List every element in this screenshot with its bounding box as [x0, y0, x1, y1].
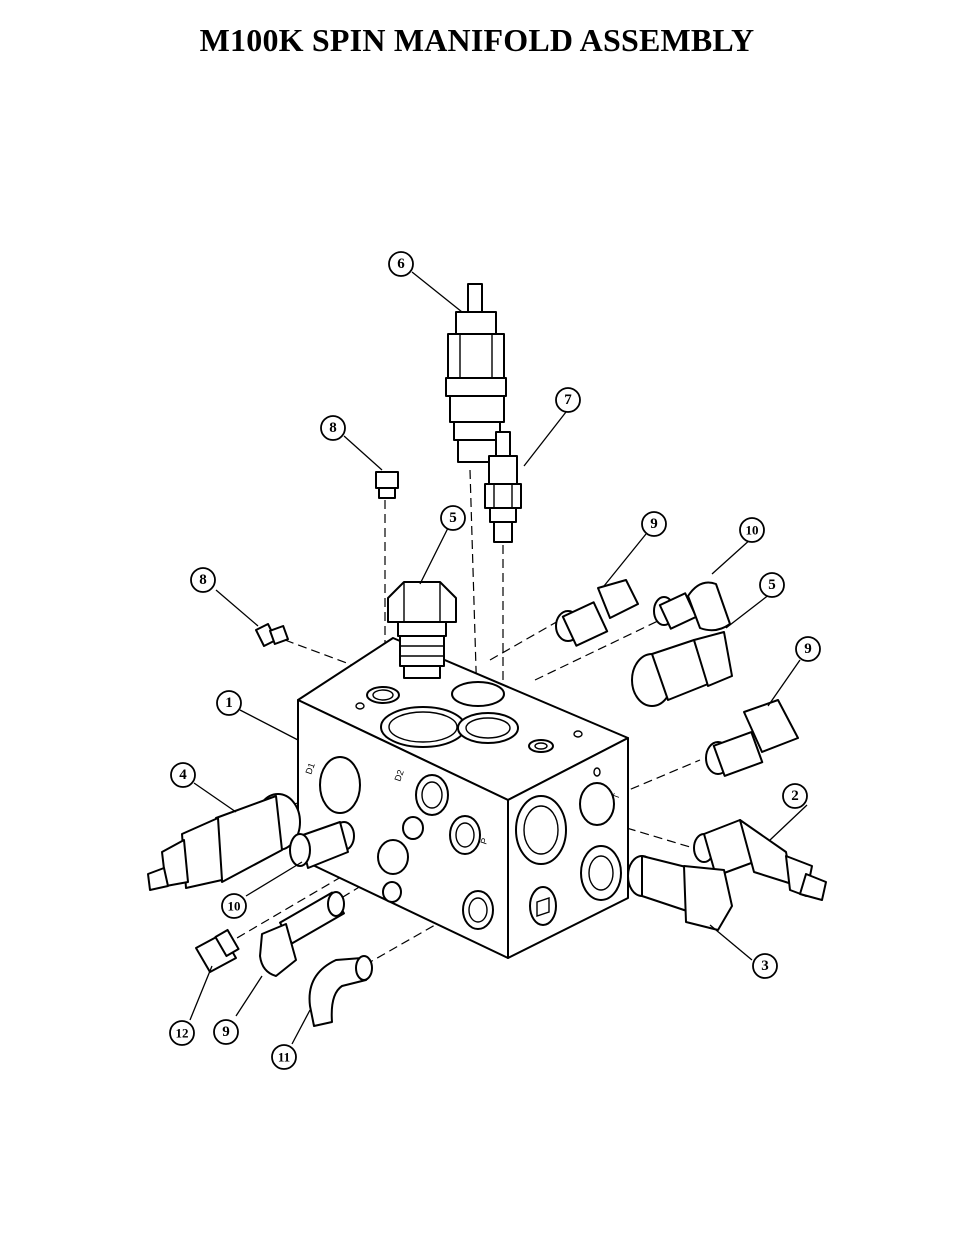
callout-4: 4: [170, 762, 196, 788]
elbow-fitting-9-lower: [259, 891, 345, 977]
callout-8-left-label: 8: [199, 572, 207, 588]
relief-valve-5-right: [631, 631, 733, 707]
manifold-block: D1 D2 P T: [297, 637, 629, 959]
leader-lines: [189, 271, 808, 1045]
plug-12: [195, 928, 240, 973]
callout-4-label: 4: [179, 767, 187, 783]
callout-11-label: 11: [278, 1050, 290, 1065]
svg-text:D1: D1: [303, 761, 316, 775]
callout-11: 11: [271, 1044, 297, 1070]
callout-9-lower-label: 9: [222, 1024, 230, 1040]
callout-8-left: 8: [190, 567, 216, 593]
cartridge-valve-7: [484, 431, 522, 543]
callout-1: 1: [216, 690, 242, 716]
callout-5-right-label: 5: [768, 577, 776, 593]
callout-6-label: 6: [397, 256, 405, 272]
callout-9-right: 9: [795, 636, 821, 662]
callout-9-upper-label: 9: [650, 516, 658, 532]
elbow-fitting-10-left: [289, 821, 355, 869]
callout-12-label: 12: [176, 1026, 189, 1041]
callout-5-right: 5: [759, 572, 785, 598]
assembly-centerlines: [224, 469, 701, 966]
plug-8-top: [375, 471, 399, 499]
elbow-fitting-11: [308, 955, 373, 1027]
callout-2: 2: [782, 783, 808, 809]
callout-7: 7: [555, 387, 581, 413]
callout-2-label: 2: [791, 788, 799, 804]
cartridge-2: [693, 819, 827, 901]
callout-5-top: 5: [440, 505, 466, 531]
callout-9-upper: 9: [641, 511, 667, 537]
callout-3-label: 3: [761, 958, 769, 974]
callout-12: 12: [169, 1020, 195, 1046]
diagram-title: M100K SPIN MANIFOLD ASSEMBLY: [199, 22, 755, 58]
callout-7-label: 7: [564, 392, 572, 408]
elbow-fitting-9-right: [705, 699, 799, 777]
elbow-fitting-10-upper: [653, 581, 731, 632]
callout-3: 3: [752, 953, 778, 979]
svg-text:T: T: [610, 792, 621, 801]
callout-5-top-label: 5: [449, 510, 457, 526]
callout-8-top: 8: [320, 415, 346, 441]
elbow-fitting-9-upper: [555, 579, 639, 647]
callout-6: 6: [388, 251, 414, 277]
callout-1-label: 1: [225, 695, 233, 711]
callout-10-upper: 10: [739, 517, 765, 543]
callout-10-left-label: 10: [228, 899, 241, 914]
svg-text:D2: D2: [392, 768, 405, 782]
callout-10-left: 10: [221, 893, 247, 919]
plug-8-left: [255, 623, 289, 647]
relief-valve-3: [627, 855, 733, 931]
relief-valve-5-top: [387, 581, 457, 679]
callout-9-lower: 9: [213, 1019, 239, 1045]
callout-8-top-label: 8: [329, 420, 337, 436]
callout-10-upper-label: 10: [746, 523, 759, 538]
callout-9-right-label: 9: [804, 641, 812, 657]
cartridge-4: [147, 793, 301, 891]
svg-text:P: P: [478, 837, 489, 846]
